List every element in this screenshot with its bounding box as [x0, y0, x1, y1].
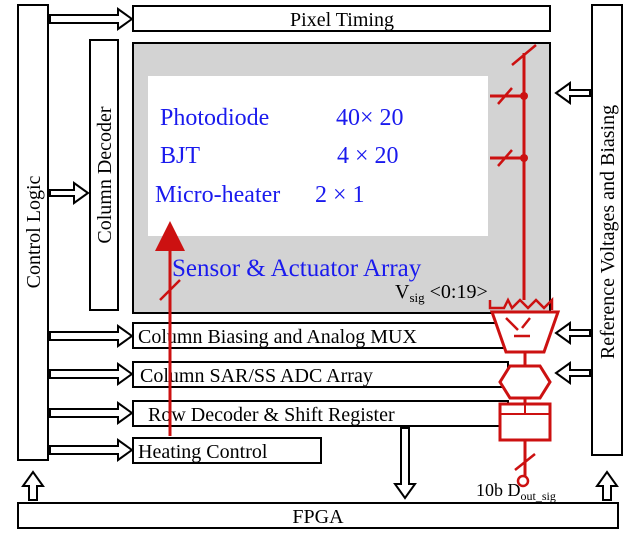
arrow-ref-to-adc [554, 361, 591, 385]
micro-heater-label: Micro-heater [155, 182, 280, 208]
array-contents-panel [148, 76, 488, 236]
arrow-fpga-to-reference [595, 470, 619, 501]
adc-label: Column SAR/SS ADC Array [140, 365, 373, 387]
tap-dot-photodiode [520, 92, 528, 100]
mux-symbol [505, 317, 531, 338]
arrow-ref-to-col-bias [554, 321, 591, 345]
arrow-to-row-decoder [49, 401, 134, 425]
photodiode-dims: 40× 20 [336, 105, 404, 131]
column-decoder-label: Column Decoder [94, 106, 116, 244]
adc-converter-detail [500, 404, 550, 415]
vsig-label: Vsig <0:19> [395, 281, 488, 305]
arrow-to-column-decoder [49, 181, 90, 205]
dout-label: 10b Dout_sig [476, 480, 556, 503]
heating-bus-slash [159, 279, 181, 301]
heating-label: Heating Control [138, 441, 268, 463]
reference-label: Reference Voltages and Biasing [597, 105, 619, 359]
bjt-label: BJT [160, 143, 200, 169]
fpga-label: FPGA [292, 506, 344, 528]
arrow-to-col-bias [49, 324, 134, 348]
bus-slash-photodiode [497, 87, 513, 105]
bus-slash-bjt [497, 149, 513, 167]
row-decoder-label: Row Decoder & Shift Register [148, 404, 395, 426]
control-logic-block [17, 4, 49, 461]
dout-terminal [516, 474, 530, 488]
arrow-to-heating [49, 438, 134, 462]
tap-dot-bjt [520, 154, 528, 162]
photodiode-label: Photodiode [160, 105, 269, 131]
dout-bus-slash [514, 453, 536, 471]
mux-inputs [488, 296, 554, 311]
pixel-timing-label: Pixel Timing [290, 9, 394, 31]
amp-block [498, 364, 552, 400]
bjt-dims: 4 × 20 [337, 143, 399, 169]
pixel-timing-block [132, 5, 551, 32]
arrow-ref-to-array [554, 81, 591, 105]
col-bias-label: Column Biasing and Analog MUX [138, 326, 417, 348]
arrow-fpga-to-control [21, 470, 45, 501]
reference-block [591, 4, 623, 456]
bus-slash-top [511, 44, 537, 66]
arrow-row-decoder-to-fpga [393, 427, 417, 500]
fpga-block [17, 502, 619, 529]
arrow-to-adc [49, 362, 134, 386]
sensor-array-label: Sensor & Actuator Array [172, 255, 422, 282]
arrow-to-pixel-timing [49, 7, 134, 31]
column-decoder-block [89, 39, 119, 311]
micro-heater-dims: 2 × 1 [315, 182, 365, 208]
control-logic-label: Control Logic [23, 175, 45, 288]
